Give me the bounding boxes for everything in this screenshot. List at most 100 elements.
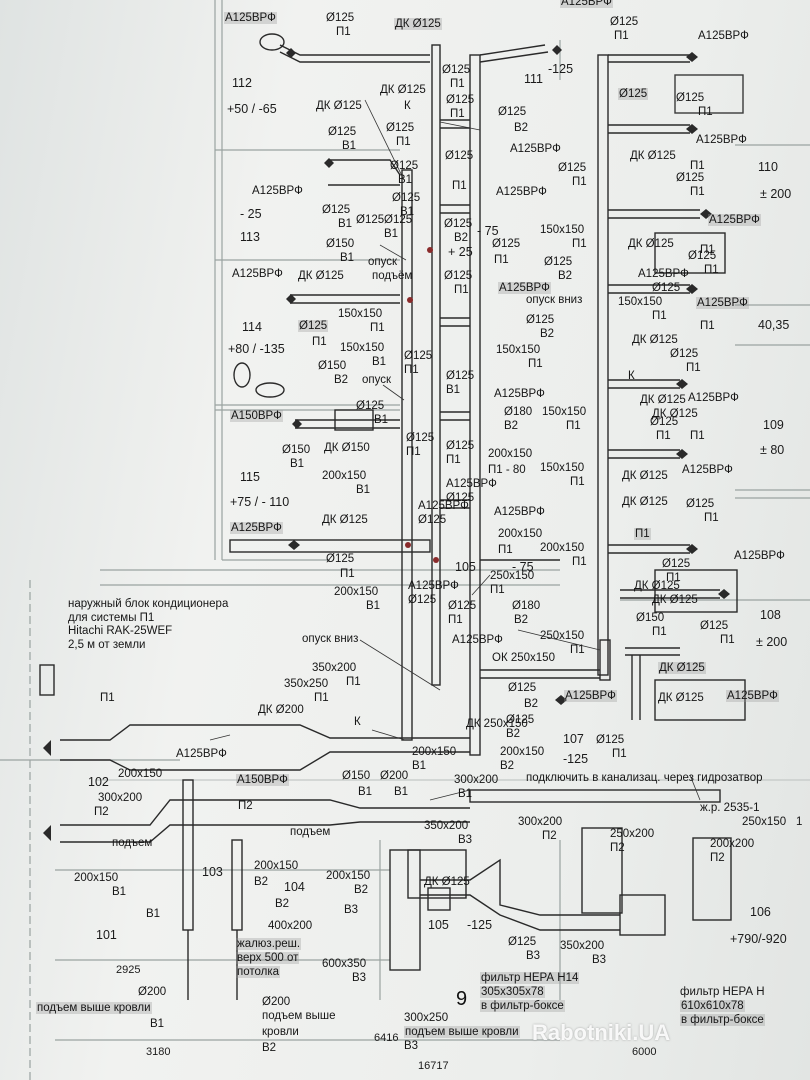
duct-size-label: Ø125 bbox=[298, 320, 329, 332]
system-label: П1 bbox=[652, 310, 667, 322]
duct-size-label: Ø125 bbox=[446, 94, 475, 106]
system-label: П1 bbox=[498, 544, 513, 556]
note-descent: опуск bbox=[362, 374, 392, 386]
system-label: П2 bbox=[542, 830, 557, 842]
duct-size-label: Ø125 bbox=[326, 553, 355, 565]
room-number: 110 bbox=[758, 160, 778, 174]
system-label: П1 bbox=[572, 176, 587, 188]
duct-size-label: 200x150 bbox=[74, 872, 119, 884]
system-label: В1 bbox=[394, 786, 409, 798]
system-label: В3 bbox=[526, 950, 541, 962]
duct-size-label: 150x150 bbox=[542, 406, 587, 418]
duct-size-label: А125ВРФ bbox=[418, 500, 469, 512]
duct-size-label: 200x150 bbox=[488, 448, 533, 460]
system-label: П2 bbox=[610, 842, 625, 854]
dimension-label: 6416 bbox=[374, 1032, 399, 1044]
system-label: В2 bbox=[262, 1042, 277, 1054]
grille-label: А150ВРФ bbox=[236, 774, 289, 786]
duct-size-label: Ø180 bbox=[512, 600, 541, 612]
room-pressure: +80 / -135 bbox=[228, 342, 285, 356]
duct-size-label: Ø125 bbox=[445, 150, 474, 162]
duct-size-label: Ø125 bbox=[392, 192, 421, 204]
damper-label: ДК Ø125 bbox=[322, 514, 368, 526]
grille-label: А125ВРФ bbox=[682, 464, 733, 476]
room-pressure: +75 / - 110 bbox=[230, 495, 290, 509]
system-label: П1 bbox=[720, 634, 735, 646]
room-number: 105 bbox=[455, 560, 476, 574]
duct-size-label: 150x150 bbox=[618, 296, 663, 308]
duct-size-label: Ø125 bbox=[444, 218, 473, 230]
grille-label: А125ВРФ bbox=[734, 550, 785, 562]
duct-size-label: Ø125 bbox=[326, 12, 355, 24]
system-label: В2 bbox=[454, 232, 469, 244]
grille-label: А125ВРФ bbox=[696, 134, 747, 146]
valve-mark: ДК 250x150 bbox=[466, 718, 528, 730]
dimension-label: 16717 bbox=[418, 1060, 449, 1072]
dimension-label: 2925 bbox=[116, 964, 141, 976]
system-label: П1 bbox=[494, 254, 509, 266]
duct-size-label: Ø200 bbox=[380, 770, 409, 782]
sewer-connection-note: подключить в канализац. через гидрозатво… bbox=[526, 772, 763, 784]
duct-size-label: Ø125 bbox=[676, 172, 705, 184]
damper-label: ДК Ø125 bbox=[628, 238, 674, 250]
damper-label: ДК Ø125 bbox=[622, 496, 668, 508]
duct-size-label: Ø125 bbox=[356, 400, 385, 412]
room-number: 103 bbox=[202, 865, 223, 879]
system-label: В1 bbox=[338, 218, 353, 230]
duct-size-label: Ø125 bbox=[384, 214, 413, 226]
duct-size-label: 200x150 bbox=[498, 528, 543, 540]
system-label: П1 bbox=[406, 446, 421, 458]
system-label: В1 bbox=[384, 228, 399, 240]
system-label: В1 bbox=[356, 484, 371, 496]
outdoor-unit-note-line: наружный блок кондиционера bbox=[68, 598, 229, 610]
system-label: В1 bbox=[372, 356, 387, 368]
system-label: П1 bbox=[686, 362, 701, 374]
system-label: П2 bbox=[710, 852, 725, 864]
outdoor-unit-note-line: Hitachi RAK-25WEF bbox=[68, 625, 173, 637]
duct-size-label: 200x150 bbox=[412, 746, 457, 758]
system-label: В3 bbox=[592, 954, 607, 966]
duct-size-label: Ø200 bbox=[138, 986, 167, 998]
grille-label: А125ВРФ bbox=[688, 392, 739, 404]
system-label: В2 bbox=[254, 876, 269, 888]
system-label: П1 bbox=[336, 26, 351, 38]
duct-size-label: Ø150 bbox=[326, 238, 355, 250]
system-label: В2 bbox=[504, 420, 519, 432]
room-pressure: ± 80 bbox=[760, 443, 785, 457]
duct-size-label: А125ВРФ bbox=[446, 478, 497, 490]
room-number: 108 bbox=[760, 608, 781, 622]
room-pressure: +50 / -65 bbox=[227, 102, 277, 116]
duct-size-label: Ø125 bbox=[558, 162, 587, 174]
damper-label: ДК Ø200 bbox=[258, 704, 304, 716]
grille-label: А125ВРФ bbox=[564, 690, 617, 702]
duct-size-label: 200x150 bbox=[500, 746, 545, 758]
duct-size-label: 400x200 bbox=[268, 920, 313, 932]
system-label: ДК Ø125 bbox=[652, 594, 698, 606]
system-label: П1 bbox=[666, 572, 681, 584]
duct-size-label: ДК Ø125 bbox=[640, 394, 686, 406]
duct-size-label: Ø180 bbox=[504, 406, 533, 418]
grille-label: А125ВРФ bbox=[230, 522, 283, 534]
system-label: П1 bbox=[452, 180, 467, 192]
duct-size-label: Ø150 bbox=[636, 612, 665, 624]
system-label: Ø125 bbox=[408, 594, 437, 606]
system-label: П1 bbox=[698, 106, 713, 118]
outdoor-unit-note: наружный блок кондиционера для системы П… bbox=[68, 598, 228, 652]
duct-size-label: 250x150 bbox=[540, 630, 585, 642]
duct-size-label: 200x150 bbox=[540, 542, 585, 554]
system-label: П1 bbox=[490, 584, 505, 596]
system-label: В2 bbox=[524, 698, 539, 710]
duct-size-label: 250x200 bbox=[610, 828, 655, 840]
duct-size-label: 200x200 bbox=[710, 838, 755, 850]
system-label: В2 bbox=[334, 374, 349, 386]
damper-label: ДК Ø125 bbox=[658, 692, 704, 704]
duct-size-label: 250x150 bbox=[490, 570, 535, 582]
room-number: 109 bbox=[763, 418, 784, 432]
duct-size-label: Ø125 bbox=[508, 936, 537, 948]
duct-size-label: 350x200 bbox=[424, 820, 469, 832]
damper-label: ДК Ø125 bbox=[424, 876, 470, 888]
system-label: В1 bbox=[412, 760, 427, 772]
grille-label: П1 bbox=[690, 160, 705, 172]
note-descent: опуск bbox=[368, 256, 398, 268]
